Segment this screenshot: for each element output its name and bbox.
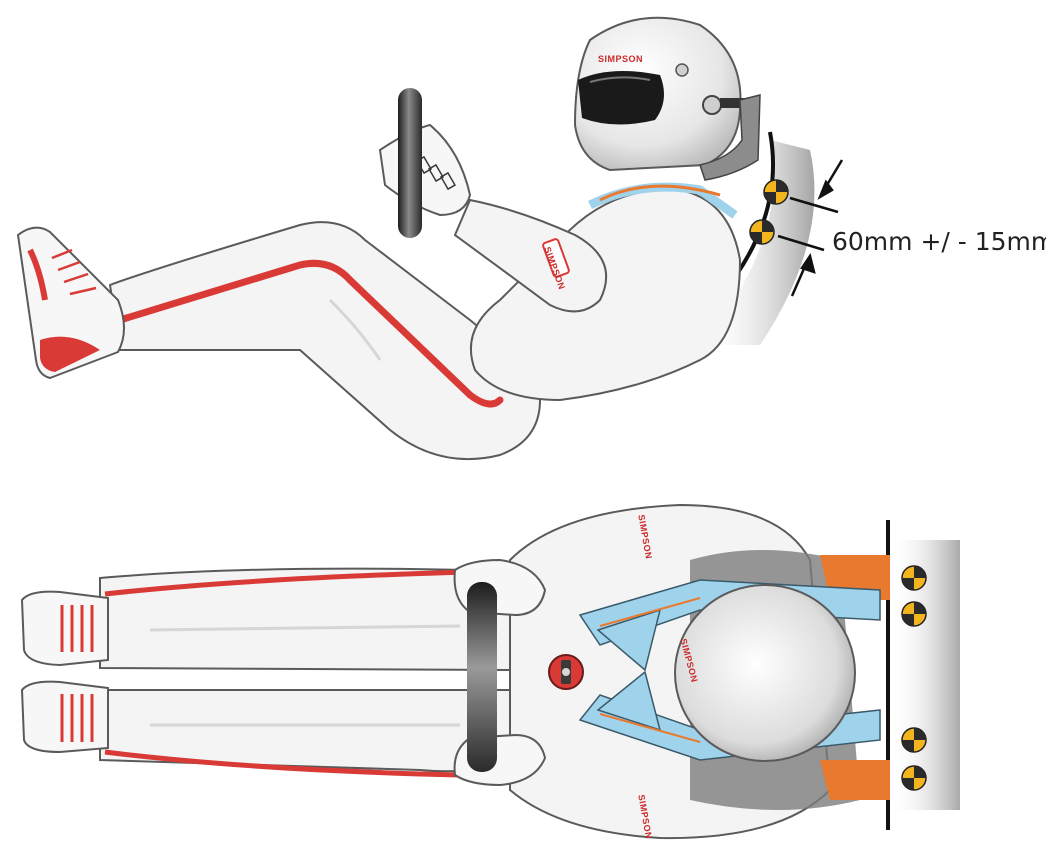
side-helmet: SIMPSON [575, 18, 756, 170]
crash-test-target-icon [764, 180, 788, 204]
side-steering-wheel [398, 88, 422, 238]
side-glove [380, 125, 470, 215]
top-shoe-lower [22, 682, 108, 752]
svg-text:SIMPSON: SIMPSON [598, 54, 643, 64]
crash-test-target-icon [902, 728, 926, 752]
top-view: SIMPSON SIMPSON SIMPSON [22, 505, 960, 840]
crash-test-target-icon [750, 220, 774, 244]
side-view: SIMPSON SIMPSON [18, 18, 1046, 459]
crash-test-target-icon [902, 566, 926, 590]
top-shoe-upper [22, 592, 108, 665]
top-helmet: SIMPSON [675, 585, 855, 761]
crash-test-target-icon [902, 602, 926, 626]
top-legs [100, 569, 520, 775]
crash-test-target-icon [902, 766, 926, 790]
dimension-label: 60mm +/ - 15mm [832, 227, 1046, 256]
harness-buckle [549, 655, 583, 689]
top-steering-wheel [467, 582, 497, 772]
side-shoe [18, 228, 124, 378]
